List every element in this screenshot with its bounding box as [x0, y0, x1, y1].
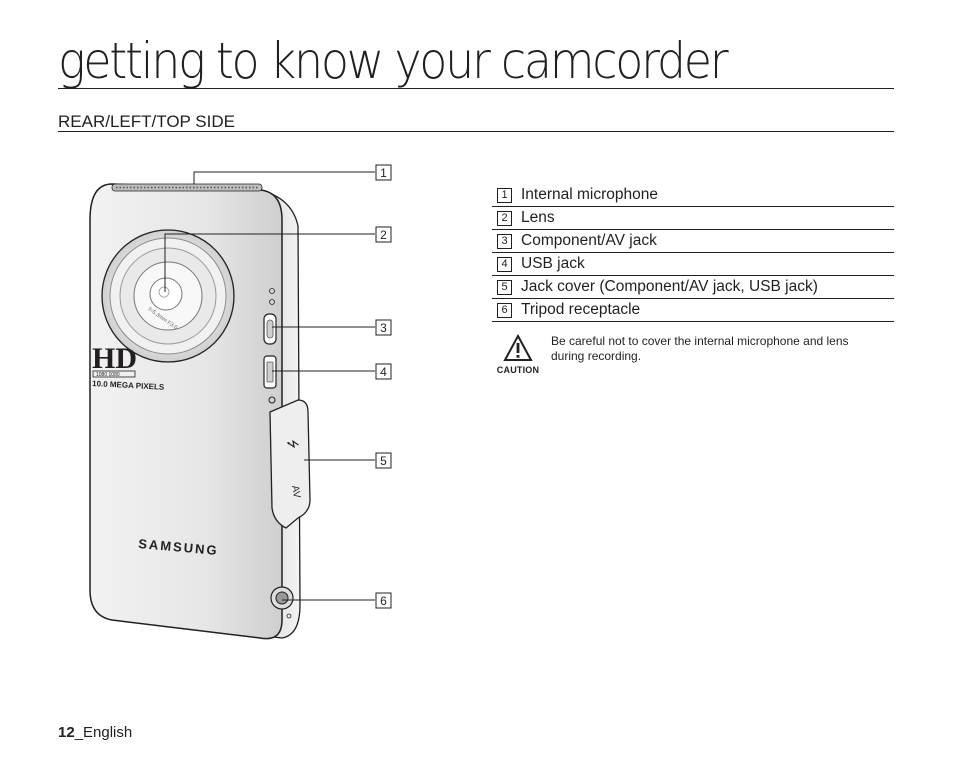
callout-4: 4 [375, 363, 392, 380]
part-label: Tripod receptacle [521, 301, 641, 318]
callout-3: 3 [375, 319, 392, 336]
warning-triangle-icon [503, 333, 533, 361]
hinge-icon [268, 396, 276, 404]
callout-5: 5 [375, 452, 392, 469]
parts-list: 1 Internal microphone 2 Lens 3 Component… [492, 184, 894, 322]
component-av-jack [263, 313, 277, 345]
svg-text:1: 1 [380, 166, 387, 180]
part-label: Component/AV jack [521, 232, 657, 249]
callout-6: 6 [375, 592, 392, 609]
page-footer: 12_English [58, 724, 132, 741]
microphone-grille [111, 183, 263, 192]
page-number: 12 [58, 724, 75, 741]
parts-row: 2 Lens [492, 207, 894, 230]
section-rule [58, 131, 894, 132]
svg-text:4: 4 [380, 365, 387, 379]
hd-badge: HD 1080 1080 10.0 MEGA PIXELS [92, 342, 165, 392]
parts-row: 3 Component/AV jack [492, 230, 894, 253]
parts-row: 5 Jack cover (Component/AV jack, USB jac… [492, 276, 894, 299]
part-label: Internal microphone [521, 186, 658, 203]
svg-text:5: 5 [380, 454, 387, 468]
leader-lines [164, 171, 375, 601]
parts-row: 1 Internal microphone [492, 184, 894, 207]
callout-2: 2 [375, 226, 392, 243]
port-icons [269, 288, 275, 305]
svg-text:2: 2 [380, 228, 387, 242]
part-number: 4 [497, 256, 512, 272]
parts-row: 6 Tripod receptacle [492, 299, 894, 322]
caution-text: Be careful not to cover the internal mic… [551, 334, 849, 363]
footer-language: _English [74, 724, 133, 741]
svg-text:HD: HD [92, 342, 137, 375]
caution-label: CAUTION [496, 365, 540, 375]
jack-cover: ⭍ AV [269, 399, 311, 529]
camcorder-illustration: f=5.3mm F3.6 HD 1080 1080 10.0 MEGA PIXE… [89, 164, 392, 640]
part-label: Jack cover (Component/AV jack, USB jack) [521, 278, 818, 295]
av-label: AV [289, 485, 302, 500]
section-heading: REAR/LEFT/TOP SIDE [58, 112, 235, 131]
callout-1: 1 [375, 164, 392, 181]
caution-block: CAUTION [494, 333, 542, 375]
usb-jack [263, 355, 277, 389]
svg-text:3: 3 [380, 321, 387, 335]
svg-text:6: 6 [380, 594, 387, 608]
part-number: 5 [497, 279, 512, 295]
usb-icon: ⭍ [285, 438, 301, 450]
part-label: USB jack [521, 255, 585, 272]
parts-row: 4 USB jack [492, 253, 894, 276]
tripod-receptacle [270, 586, 294, 619]
svg-text:1080 1080: 1080 1080 [96, 372, 120, 378]
part-number: 2 [497, 210, 512, 226]
part-number: 3 [497, 233, 512, 249]
part-number: 6 [497, 302, 512, 318]
part-number: 1 [497, 187, 512, 203]
page-title: getting to know your camcorder [58, 32, 729, 90]
brand-logo: SAMSUNG [138, 536, 219, 558]
title-rule [58, 88, 894, 89]
svg-text:10.0 MEGA PIXELS: 10.0 MEGA PIXELS [92, 379, 165, 392]
lens: f=5.3mm F3.6 [101, 229, 235, 363]
part-label: Lens [521, 209, 555, 226]
